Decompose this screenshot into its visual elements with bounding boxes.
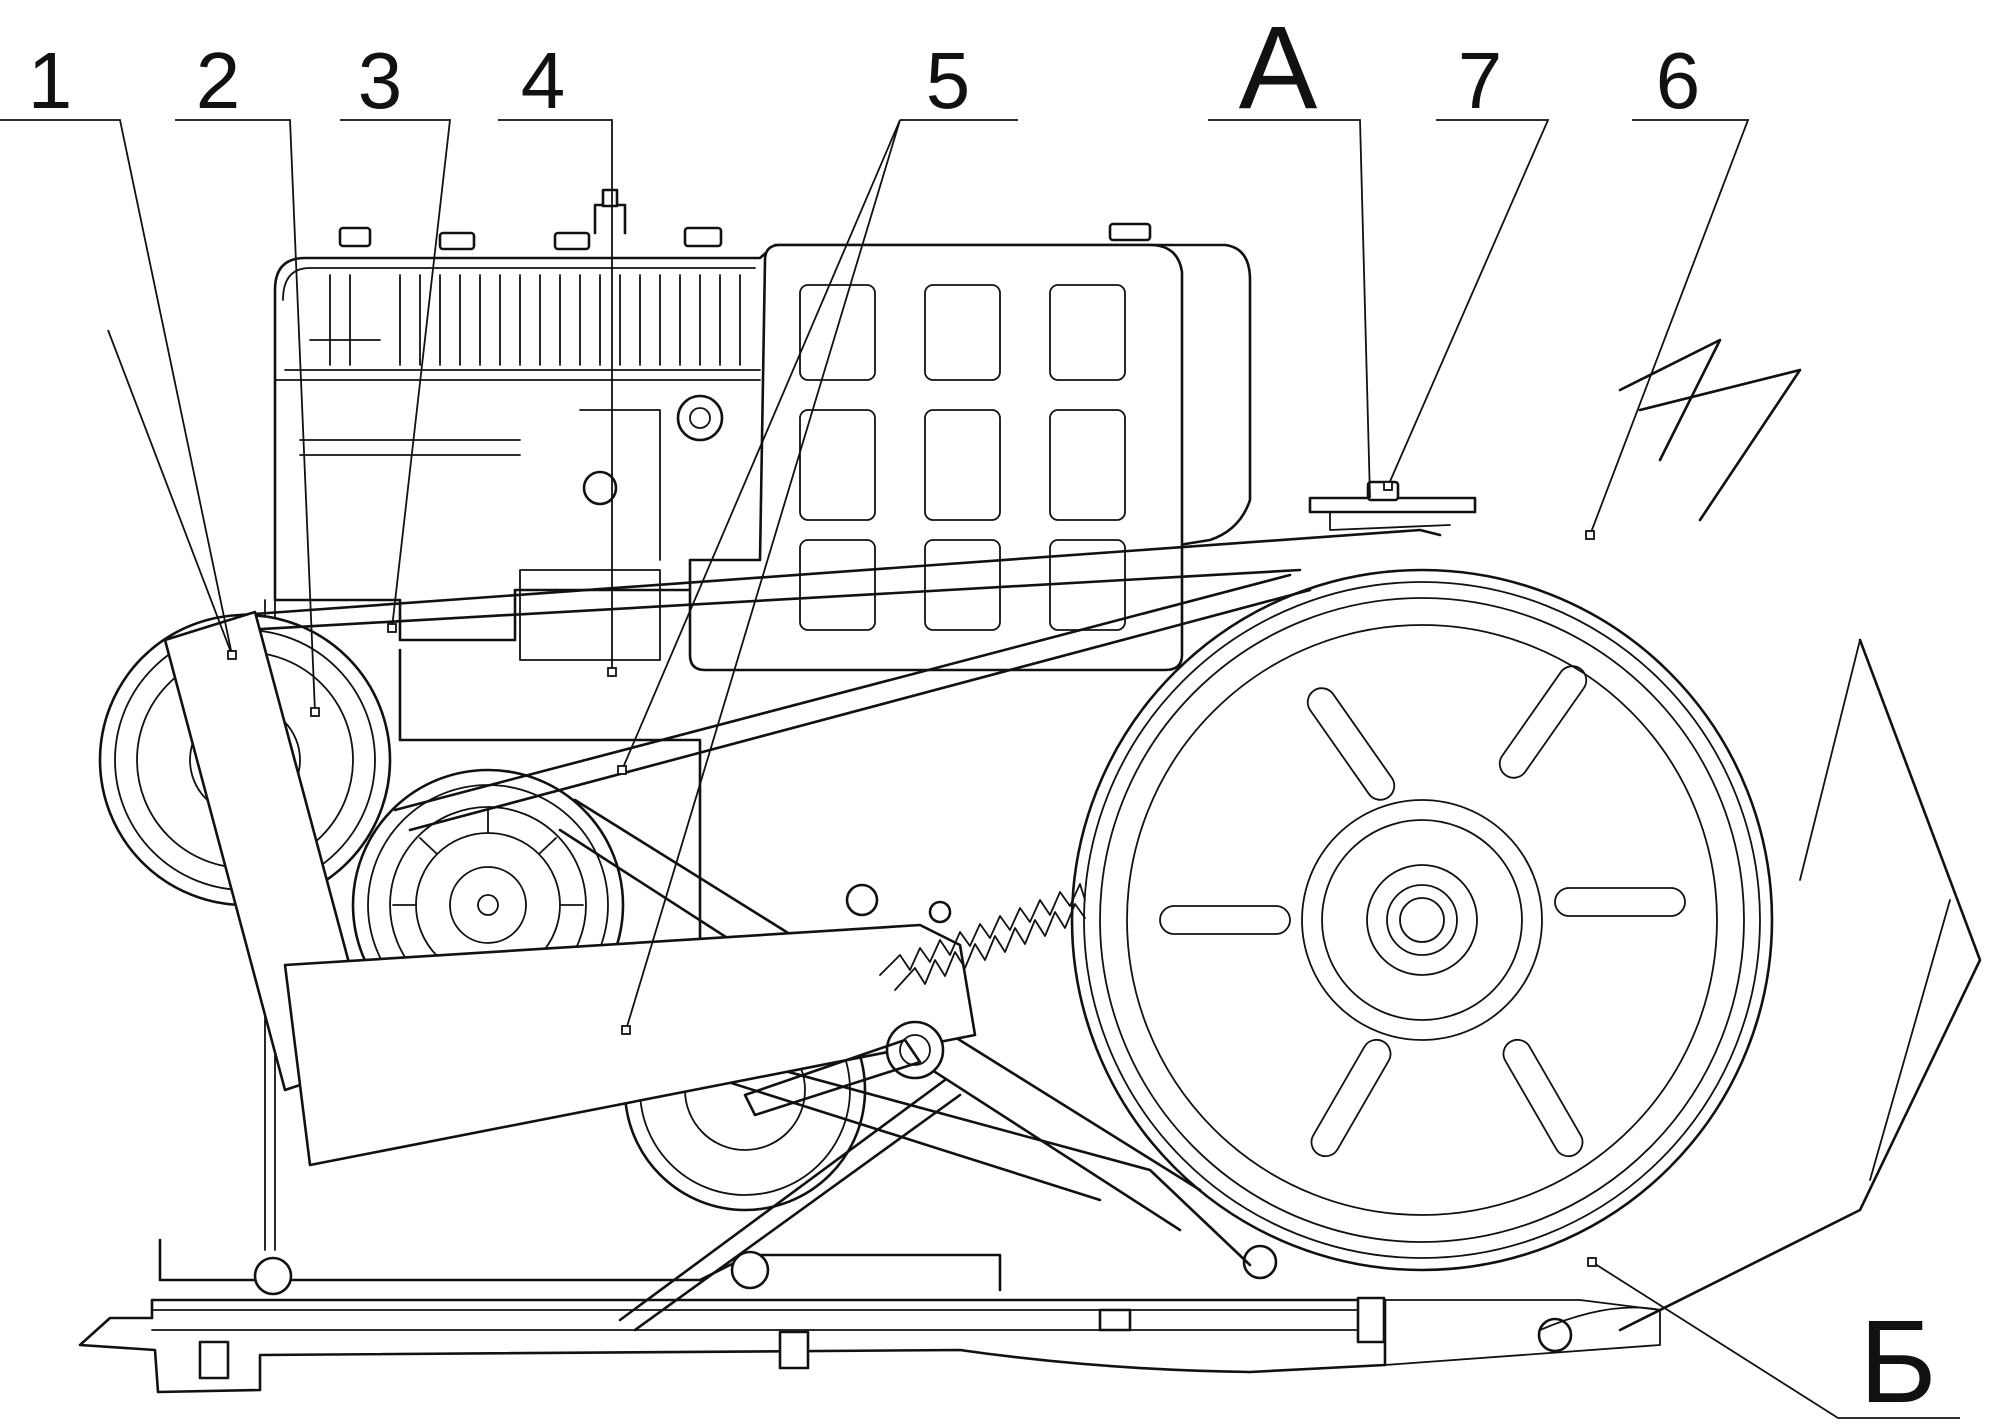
callout-3: 3 — [340, 36, 452, 633]
callout-1: 1 — [0, 36, 237, 660]
base-frame — [78, 1238, 1661, 1394]
callout-5: 5 — [617, 36, 1018, 1035]
air-filter-cover — [688, 243, 1184, 672]
callout-label-4: 4 — [521, 36, 566, 125]
large-driven-pulley — [1070, 568, 1774, 1272]
callout-label-3: 3 — [358, 36, 403, 125]
callout-label-7: 7 — [1458, 36, 1503, 125]
callout-7: 7 — [1383, 36, 1550, 491]
callout-label-5: 5 — [926, 36, 971, 125]
callout-6: 6 — [1585, 36, 1750, 540]
callout-B: Б — [1587, 1257, 1960, 1427]
bracket-a — [1308, 480, 1477, 531]
belt-guard-edge — [1618, 338, 1982, 1332]
engine-top-bolts — [338, 188, 1152, 251]
tension-spring — [845, 883, 1086, 991]
callout-label-b: Б — [1859, 1296, 1936, 1427]
callout-label-1: 1 — [28, 36, 73, 125]
callout-2: 2 — [175, 36, 320, 717]
callout-A: А — [1208, 2, 1371, 499]
callout-label-2: 2 — [196, 36, 241, 125]
callout-label-6: 6 — [1656, 36, 1701, 125]
tension-arm — [163, 610, 977, 1332]
cooling-fins — [299, 274, 741, 456]
engine — [264, 188, 1252, 1251]
pulley-slots — [1159, 665, 1686, 1158]
carburettor — [519, 394, 724, 661]
callout-label-a: А — [1239, 2, 1318, 134]
callout-4: 4 — [498, 36, 617, 677]
